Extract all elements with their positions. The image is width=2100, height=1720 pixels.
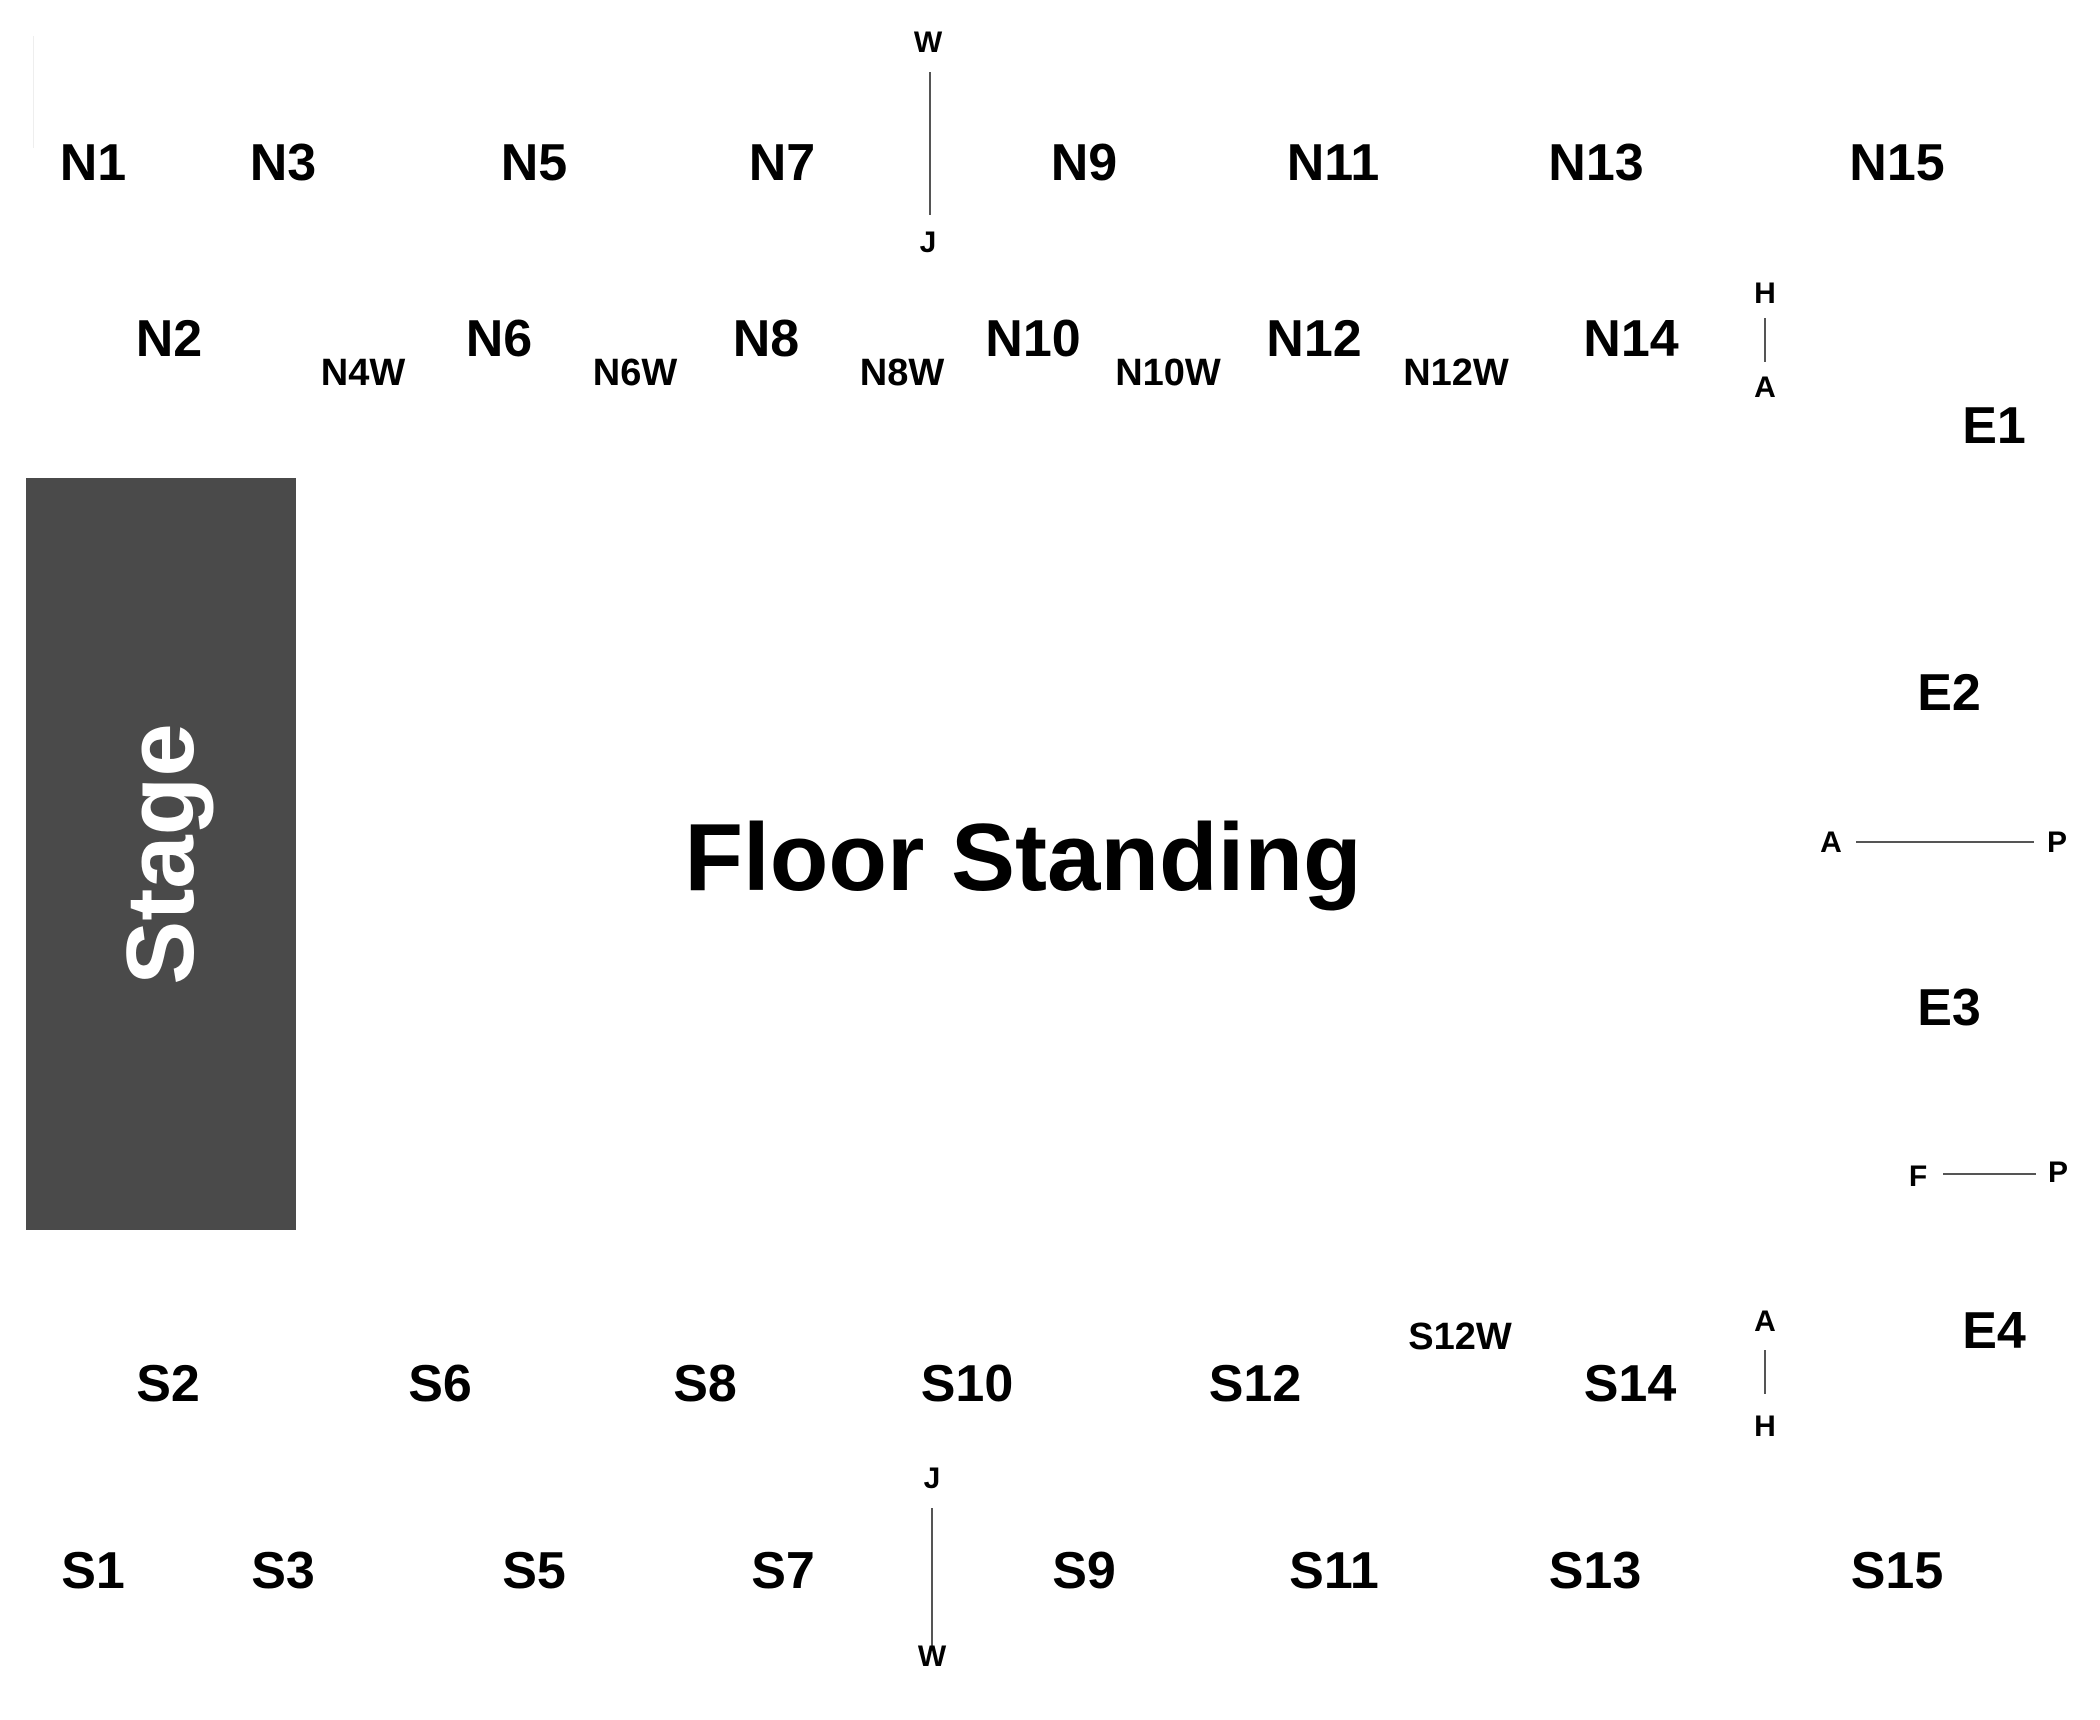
section-n9[interactable]: N9 [1050, 134, 1118, 192]
stage: Stage [26, 478, 296, 1230]
section-n3[interactable]: N3 [249, 134, 317, 192]
row-range-line [1764, 1350, 1766, 1394]
section-n13[interactable]: N13 [1548, 134, 1644, 192]
section-n14[interactable]: N14 [1583, 310, 1679, 368]
row-marker-a: A [1820, 826, 1842, 859]
section-s12[interactable]: S12 [1208, 1355, 1302, 1413]
row-marker-h: H [1754, 277, 1776, 310]
section-n12w[interactable]: N12W [1403, 352, 1509, 394]
section-e3[interactable]: E3 [1917, 979, 1981, 1037]
section-n12[interactable]: N12 [1266, 310, 1362, 368]
section-e4[interactable]: E4 [1962, 1302, 2026, 1360]
row-marker-p: P [2046, 826, 2068, 859]
section-n6[interactable]: N6 [465, 310, 533, 368]
section-s9[interactable]: S9 [1052, 1542, 1116, 1600]
row-marker-j: J [923, 1462, 941, 1495]
section-s1[interactable]: S1 [61, 1542, 125, 1600]
floor-standing-label[interactable]: Floor Standing [684, 804, 1362, 911]
section-n2[interactable]: N2 [135, 310, 203, 368]
edge-mark [33, 36, 34, 148]
section-s12w[interactable]: S12W [1408, 1316, 1512, 1358]
row-range-line [929, 72, 931, 215]
row-marker-j: J [919, 226, 937, 259]
section-e1[interactable]: E1 [1962, 397, 2026, 455]
section-n10w[interactable]: N10W [1115, 352, 1221, 394]
section-n4w[interactable]: N4W [320, 352, 406, 394]
section-n10[interactable]: N10 [985, 310, 1081, 368]
section-n1[interactable]: N1 [59, 134, 127, 192]
section-s14[interactable]: S14 [1583, 1355, 1677, 1413]
section-e2[interactable]: E2 [1917, 664, 1981, 722]
section-n6w[interactable]: N6W [592, 352, 678, 394]
section-s7[interactable]: S7 [751, 1542, 815, 1600]
section-n15[interactable]: N15 [1849, 134, 1945, 192]
section-s6[interactable]: S6 [408, 1355, 472, 1413]
row-range-line [1764, 318, 1766, 362]
row-range-line [1943, 1173, 2036, 1175]
row-marker-p: P [2047, 1156, 2069, 1189]
section-n11[interactable]: N11 [1286, 134, 1380, 192]
section-s2[interactable]: S2 [136, 1355, 200, 1413]
section-n8w[interactable]: N8W [859, 352, 945, 394]
row-marker-a: A [1754, 371, 1776, 404]
section-s15[interactable]: S15 [1850, 1542, 1944, 1600]
row-marker-a: A [1754, 1305, 1776, 1338]
section-s5[interactable]: S5 [502, 1542, 566, 1600]
row-range-line [931, 1508, 933, 1651]
row-marker-h: H [1754, 1410, 1776, 1443]
section-n5[interactable]: N5 [500, 134, 568, 192]
row-marker-w: W [913, 26, 943, 59]
row-range-line [1856, 841, 2034, 843]
row-marker-w: W [917, 1640, 947, 1673]
section-n8[interactable]: N8 [732, 310, 800, 368]
row-marker-f: F [1908, 1160, 1928, 1193]
section-n7[interactable]: N7 [748, 134, 816, 192]
section-s10[interactable]: S10 [920, 1355, 1014, 1413]
section-s11[interactable]: S11 [1289, 1542, 1379, 1600]
stage-label: Stage [107, 723, 214, 985]
section-s13[interactable]: S13 [1548, 1542, 1642, 1600]
section-s8[interactable]: S8 [673, 1355, 737, 1413]
section-s3[interactable]: S3 [251, 1542, 315, 1600]
